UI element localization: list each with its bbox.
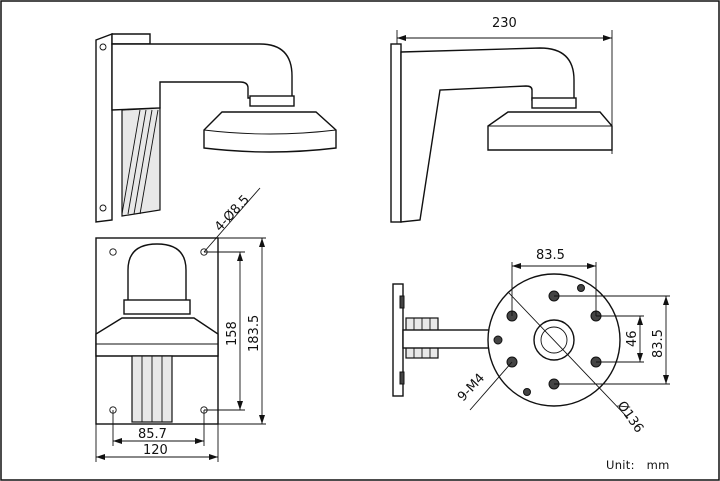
front-arm [127,243,187,313]
unit-label: Unit: mm [606,458,670,472]
front-dome-base [95,317,219,357]
bottom-view: 83.5 46 83.5 9-M4 Ø136 [392,248,670,436]
side-view: 230 [390,16,613,223]
dim-46: 46 [625,330,640,347]
dim-230: 230 [492,16,517,31]
dim-183-5: 183.5 [247,315,262,352]
isometric-view [95,32,337,223]
side-dome-base [487,111,613,151]
iso-arm [111,43,293,111]
dim-83-5-vertical: 83.5 [651,329,666,358]
side-arm [400,47,575,223]
dim-85-7: 85.7 [138,427,167,442]
dim-83-5-horizontal: 83.5 [536,248,565,263]
iso-ribs [121,107,161,217]
dim-diameter: Ø136 [614,399,646,436]
iso-dome-base [203,111,337,153]
iso-wall-plate [95,32,113,223]
dim-screw-spec: 9-M4 [455,371,488,405]
front-view: 4-Ø8.5 158 183.5 85.7 120 [95,187,266,462]
dim-hole-spec: 4-Ø8.5 [212,192,253,234]
dim-158: 158 [225,321,240,346]
dim-120: 120 [143,443,168,458]
